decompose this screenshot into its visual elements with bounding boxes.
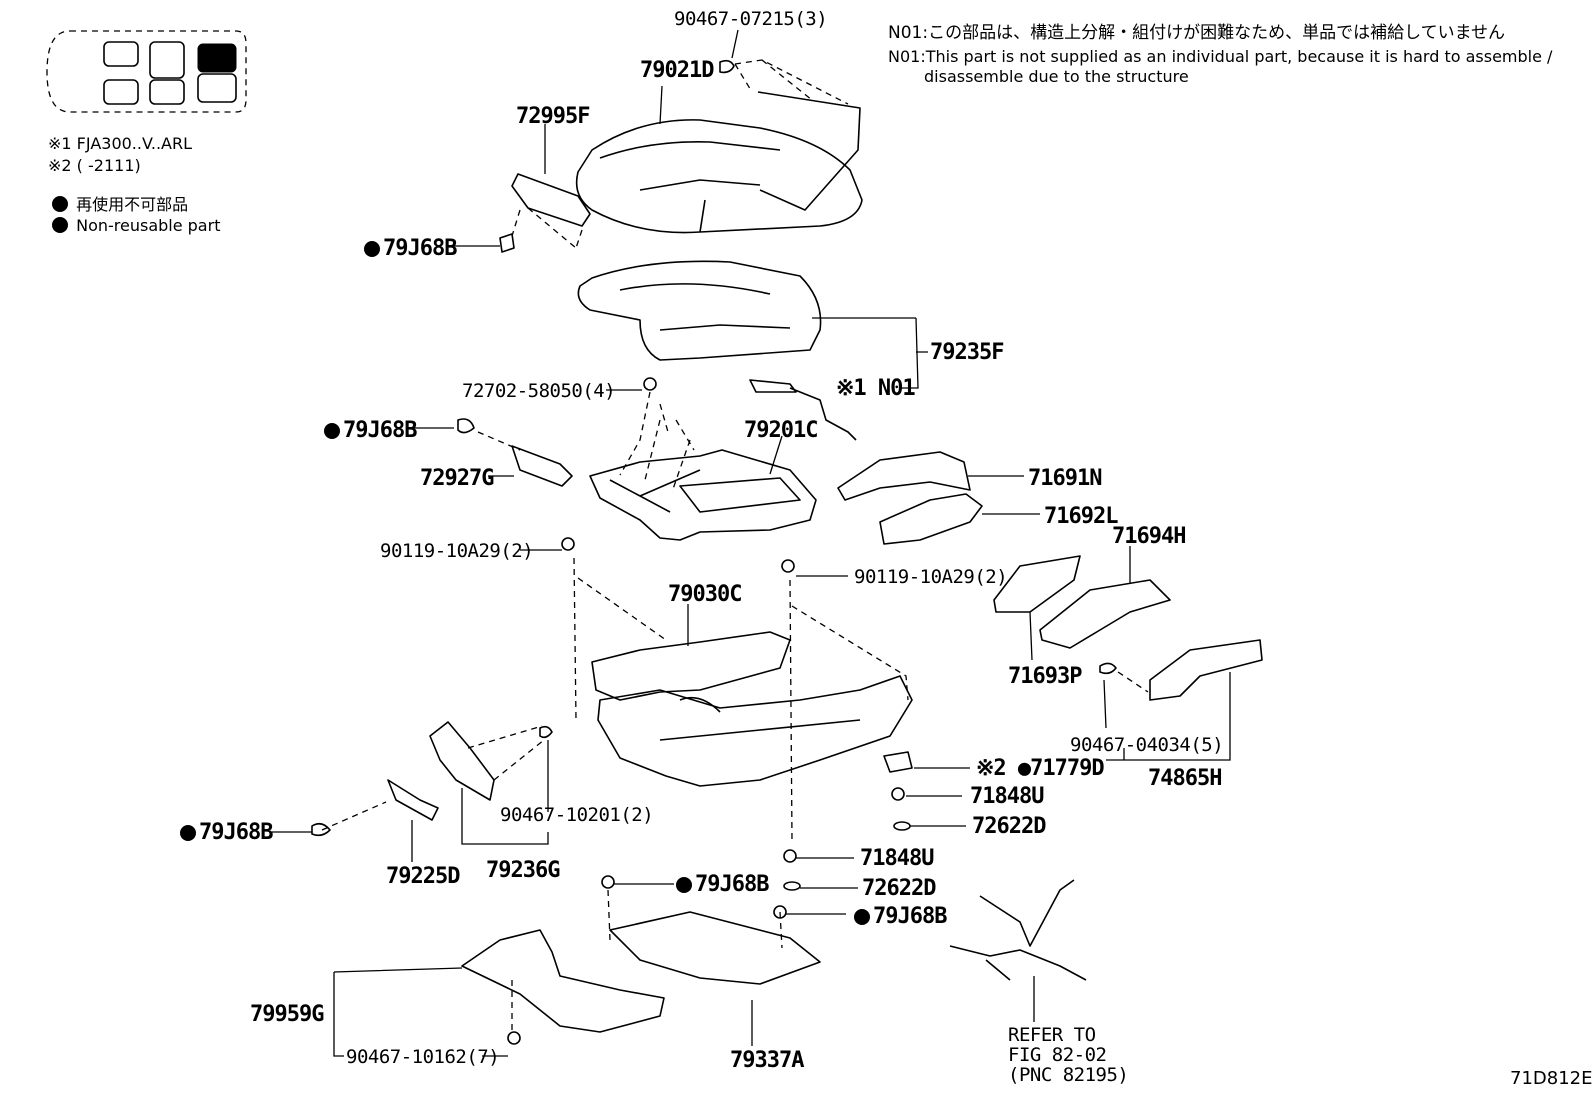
part-label-79J68B-frame-text: 79J68B (343, 418, 417, 443)
legend-nonreusable-jp-text: 再使用不可部品 (76, 195, 189, 214)
seat-side-bracket-parts (837, 451, 1263, 701)
part-label-71692L[interactable]: 71692L (1044, 504, 1118, 529)
nonreusable-dot-icon (676, 877, 692, 893)
part-label-79J68B-left-text: 79J68B (199, 820, 273, 845)
refer-to-line2: FIG 82-02 (1008, 1044, 1107, 1066)
part-label-90119-10A29-right[interactable]: 90119-10A29(2) (854, 566, 1008, 588)
part-label-79J68B-top-text: 79J68B (383, 236, 457, 261)
part-label-74865H[interactable]: 74865H (1148, 766, 1222, 791)
part-label-79J68B-center-text: 79J68B (695, 872, 769, 897)
part-label-90467-10201[interactable]: 90467-10201(2) (500, 804, 654, 826)
part-label-79337A[interactable]: 79337A (730, 1048, 804, 1073)
part-label-72622D-upper[interactable]: 72622D (972, 814, 1046, 839)
wire-harness-part (949, 879, 1087, 981)
seat-cushion-cover-part (575, 59, 863, 234)
part-label-79J68B-center[interactable]: 79J68B (676, 872, 769, 897)
part-label-79236G[interactable]: 79236G (486, 858, 560, 883)
note-n01-english-line2: disassemble due to the structure (924, 67, 1189, 86)
part-label-79225D[interactable]: 79225D (386, 864, 460, 889)
nonreusable-dot-icon (324, 423, 340, 439)
seat-position-key-icon (46, 30, 247, 113)
part-label-71693P[interactable]: 71693P (1008, 664, 1082, 689)
part-label-72927G[interactable]: 72927G (420, 466, 494, 491)
part-label-79J68B-right[interactable]: 79J68B (854, 904, 947, 929)
seat-cushion-pad-part (577, 260, 822, 361)
side-cover-parts (311, 721, 553, 837)
nonreusable-dot-icon (854, 909, 870, 925)
part-label-90467-07215[interactable]: 90467-07215(3) (674, 8, 828, 30)
nonreusable-dot-icon (180, 825, 196, 841)
part-label-79021D[interactable]: 79021D (640, 58, 714, 83)
part-label-72622D-lower[interactable]: 72622D (862, 876, 936, 901)
part-label-79J68B-top[interactable]: 79J68B (364, 236, 457, 261)
part-label-71779D[interactable]: ※2 ●71779D (976, 756, 1105, 781)
nonreusable-dot-icon (52, 196, 68, 212)
part-label-79J68B-frame[interactable]: 79J68B (324, 418, 417, 443)
part-label-79J68B-left[interactable]: 79J68B (180, 820, 273, 845)
legend-nonreusable-en-text: Non-reusable part (76, 216, 221, 235)
legend-ref2: ※2 ( -2111) (48, 156, 141, 175)
legend-nonreusable-en: Non-reusable part (52, 216, 220, 235)
note-n01-english-line1: N01:This part is not supplied as an indi… (888, 47, 1553, 66)
part-label-79201C[interactable]: 79201C (744, 418, 818, 443)
under-cover-parts (461, 889, 821, 1033)
seat-cushion-frame-part (457, 391, 817, 541)
seat-track-frame-part (573, 557, 913, 841)
refer-to-line1: REFER TO (1008, 1024, 1096, 1046)
note-n01-japanese: N01:この部品は、構造上分解・組付けが困難なため、単品では補給していません (888, 23, 1506, 43)
leader-lines (272, 29, 1231, 1057)
part-label-90119-10A29-left[interactable]: 90119-10A29(2) (380, 540, 534, 562)
figure-code: 71D812E (1510, 1068, 1592, 1089)
part-label-90467-04034[interactable]: 90467-04034(5) (1070, 734, 1224, 756)
part-label-71848U-lower[interactable]: 71848U (860, 846, 934, 871)
part-label-71848U-upper[interactable]: 71848U (970, 784, 1044, 809)
part-label-79959G[interactable]: 79959G (250, 1002, 324, 1027)
legend-ref1: ※1 FJA300..V..ARL (48, 134, 192, 153)
fastener-icons (507, 377, 913, 1045)
part-label-71691N[interactable]: 71691N (1028, 466, 1102, 491)
nonreusable-dot-icon (52, 217, 68, 233)
legend-nonreusable-jp: 再使用不可部品 (52, 191, 188, 215)
part-label-71694H[interactable]: 71694H (1112, 524, 1186, 549)
part-label-79030C[interactable]: 79030C (668, 582, 742, 607)
part-label-72995F[interactable]: 72995F (516, 104, 590, 129)
part-label-90467-10162[interactable]: 90467-10162(7) (346, 1046, 500, 1068)
part-label-79J68B-right-text: 79J68B (873, 904, 947, 929)
seat-trim-part (499, 173, 591, 253)
refer-to-line3: (PNC 82195) (1008, 1064, 1129, 1086)
part-label-79235F[interactable]: 79235F (930, 340, 1004, 365)
sensor-harness-part (749, 379, 857, 441)
nonreusable-dot-icon (364, 241, 380, 257)
part-label-N01[interactable]: ※1 N01 (836, 376, 916, 401)
part-label-72702-58050[interactable]: 72702-58050(4) (462, 380, 616, 402)
